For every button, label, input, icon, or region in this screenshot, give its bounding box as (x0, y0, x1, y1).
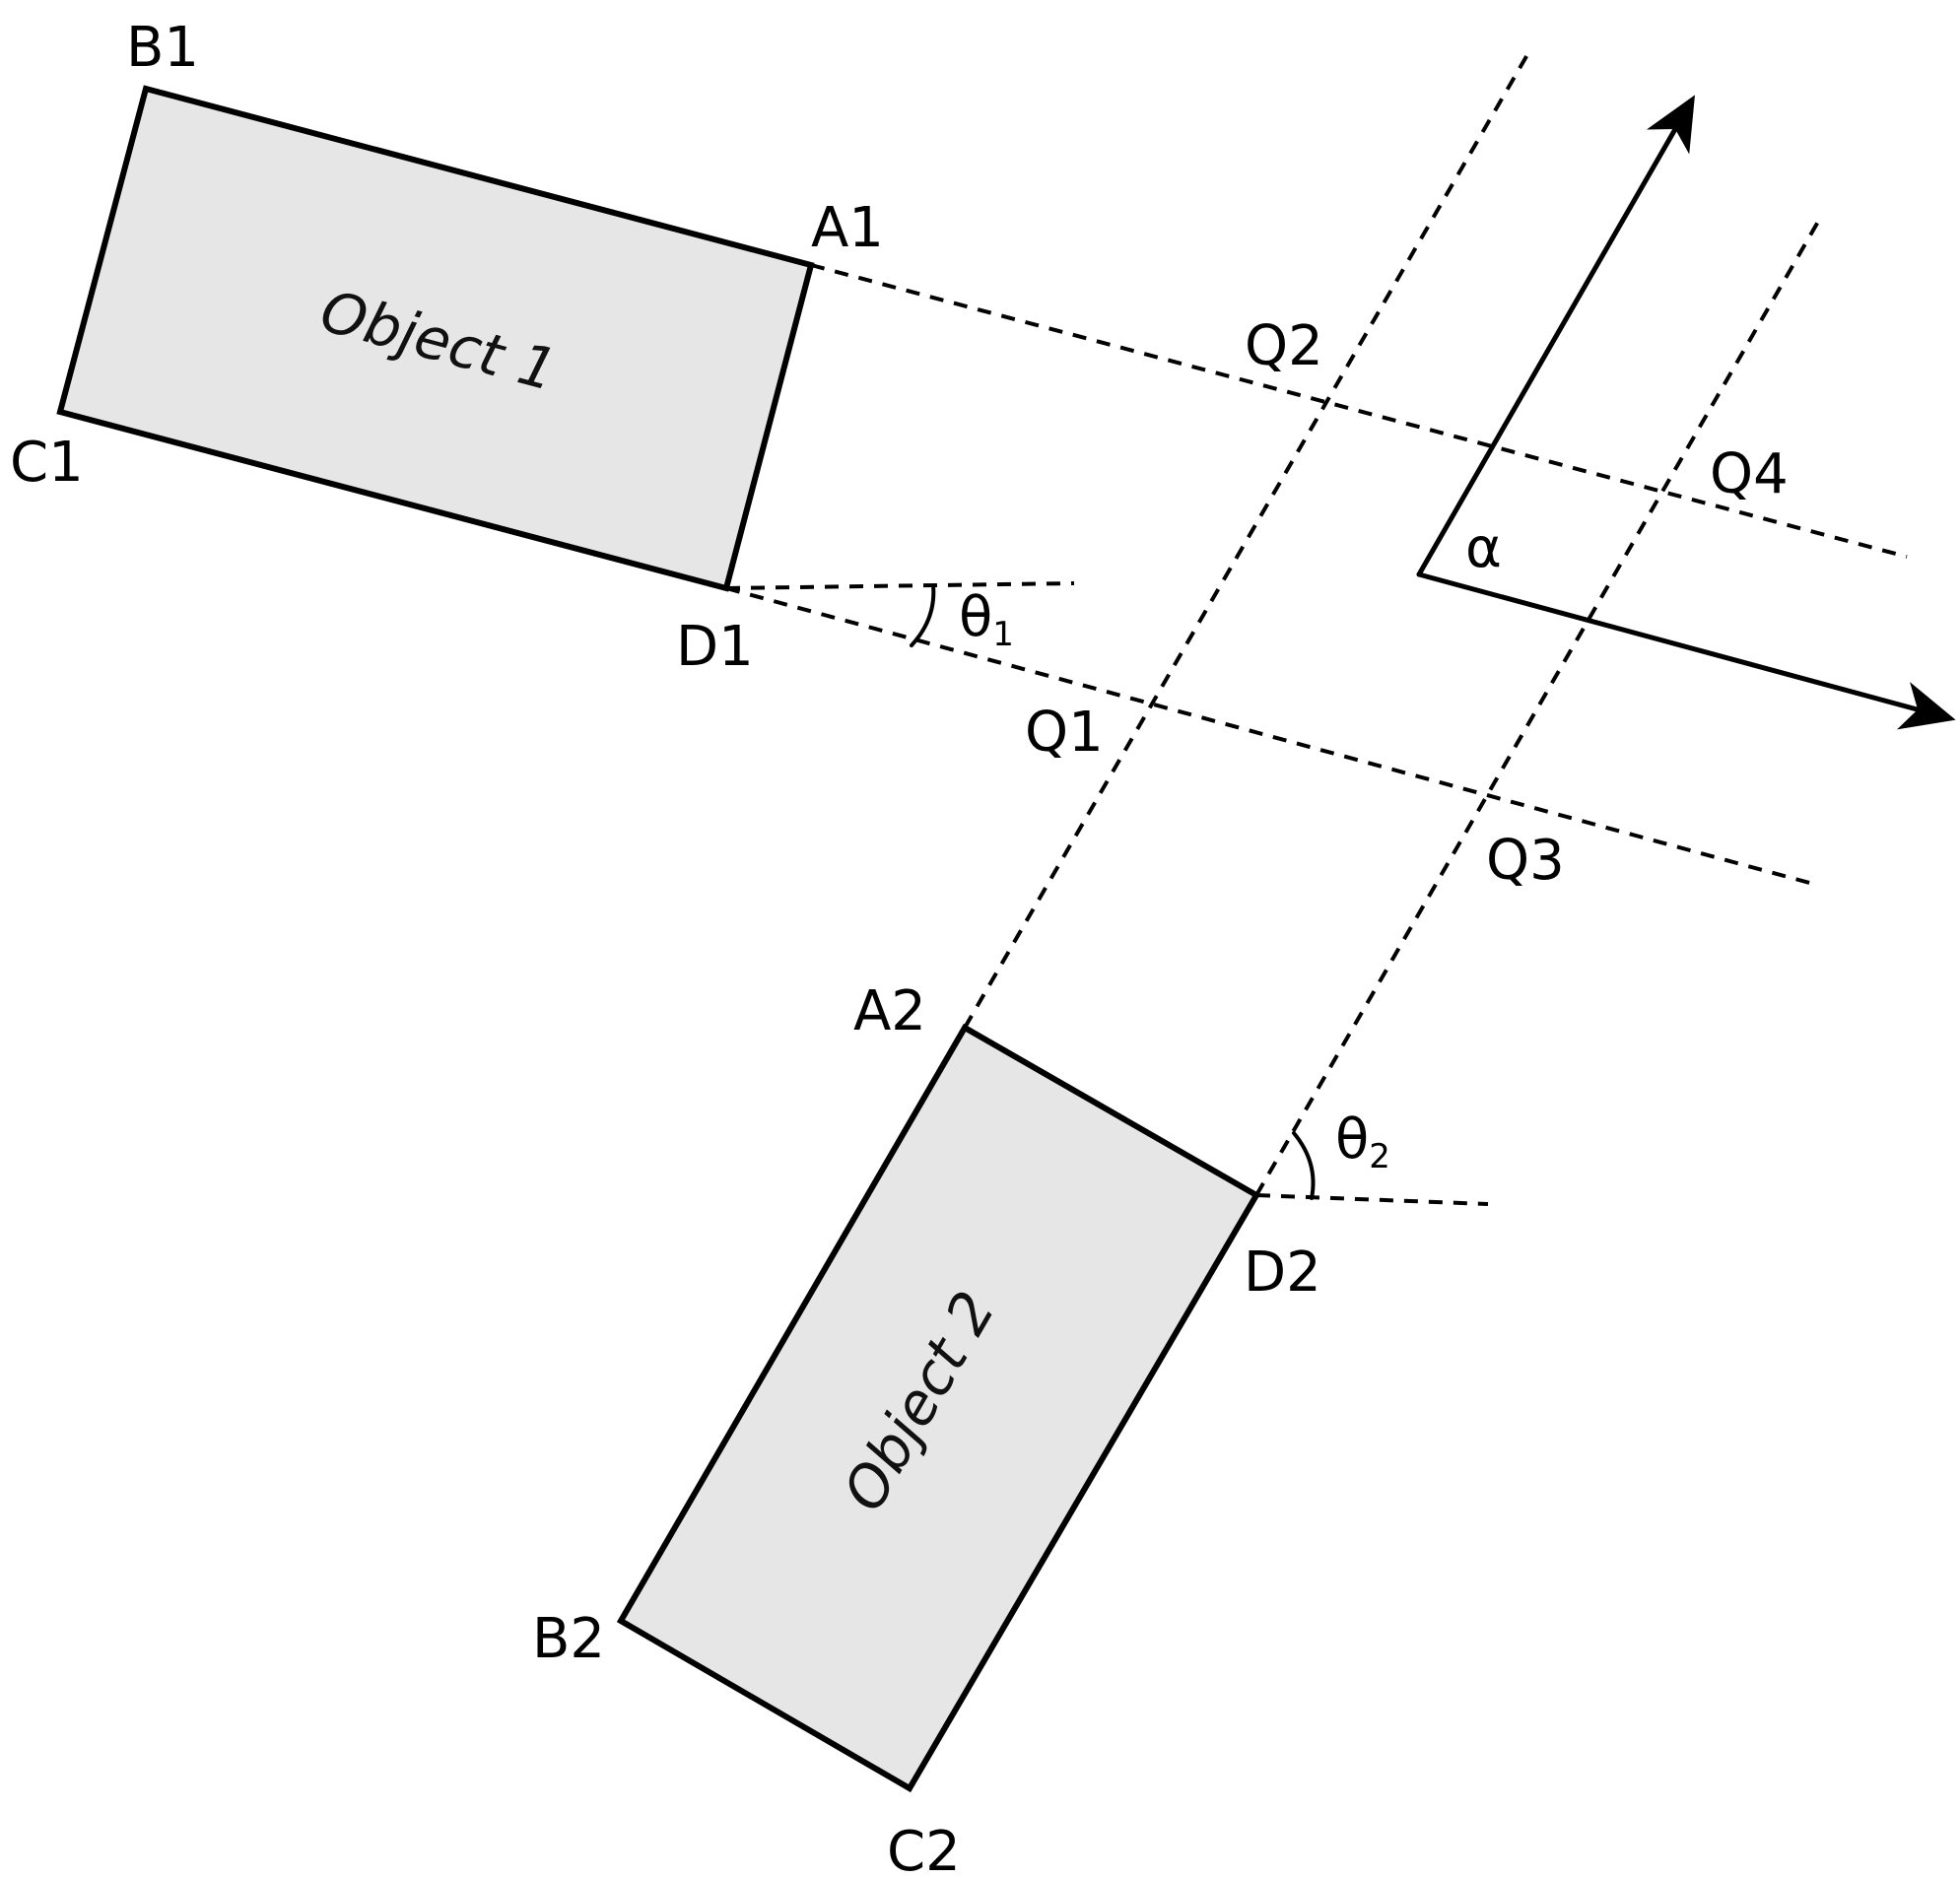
label-d2: D2 (1244, 1241, 1321, 1305)
label-q2: Q2 (1245, 314, 1323, 378)
theta2-arc (1292, 1131, 1316, 1200)
label-a1: A1 (811, 196, 884, 260)
label-alpha: α (1465, 516, 1502, 580)
theta1-symbol: θ (959, 585, 992, 649)
theta1-subscript: 1 (992, 615, 1014, 654)
label-theta1: θ1 (959, 585, 1014, 654)
projection-line-d1 (725, 586, 1814, 886)
reference-line-theta1 (725, 581, 1075, 590)
projection-line-a2 (963, 49, 1531, 1030)
axis-right-arrow (1416, 571, 1956, 730)
label-b2: B2 (532, 1607, 605, 1671)
theta1-arc (910, 583, 936, 647)
label-c2: C2 (887, 1820, 961, 1878)
label-q1: Q1 (1025, 701, 1104, 765)
projection-line-a1 (810, 263, 1908, 559)
label-b1: B1 (126, 16, 199, 80)
axis-up-arrow (1416, 95, 1695, 577)
label-theta2: θ2 (1335, 1107, 1390, 1176)
label-d1: D1 (676, 615, 754, 679)
theta2-subscript: 2 (1369, 1137, 1390, 1176)
reference-line-theta2 (1255, 1193, 1489, 1206)
label-c1: C1 (10, 431, 84, 495)
label-q3: Q3 (1486, 829, 1565, 893)
theta2-symbol: θ (1335, 1107, 1369, 1172)
projection-line-d2 (1254, 221, 1820, 1196)
object-2-rectangle (616, 1023, 1261, 1793)
label-q4: Q4 (1710, 442, 1789, 506)
label-a2: A2 (853, 979, 926, 1043)
